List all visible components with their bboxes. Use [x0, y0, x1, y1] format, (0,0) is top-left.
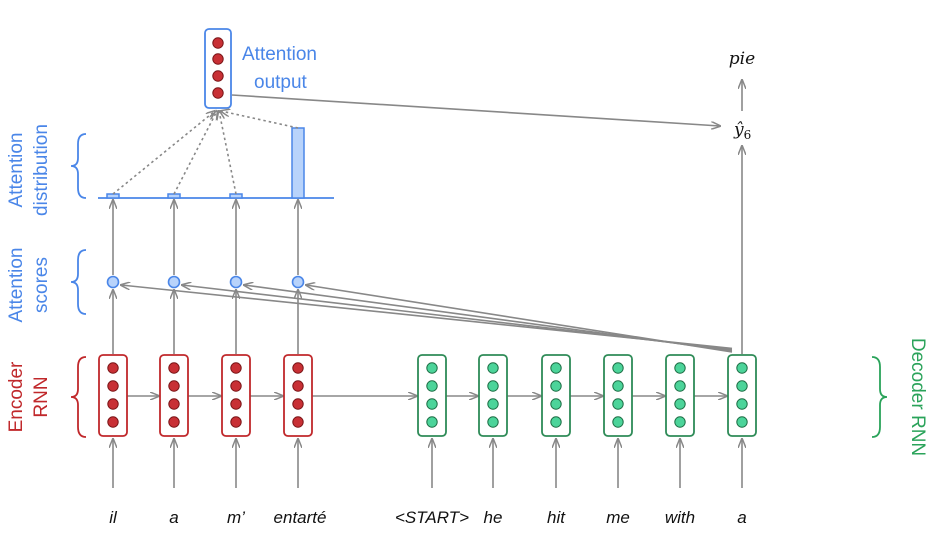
attention-scores-brace — [70, 249, 87, 315]
decoder-neuron — [550, 398, 562, 410]
weighted-sum-arrow — [219, 111, 237, 195]
attention-scores-label-line2: scores — [31, 257, 52, 313]
target-word: a — [737, 508, 746, 527]
attention-score-node — [167, 275, 181, 289]
attention-distribution-brace — [70, 133, 87, 199]
decoder-neuron — [487, 362, 499, 374]
attention-output-neuron — [212, 70, 224, 82]
encoder-cell — [283, 354, 313, 437]
output-symbol-subscript: 6 — [744, 128, 752, 142]
encoder-neuron — [107, 416, 119, 428]
decoder-neuron — [487, 380, 499, 392]
source-word: il — [109, 508, 118, 527]
decoder-neuron — [736, 398, 748, 410]
decoder-neuron — [736, 416, 748, 428]
decoder-to-score-arrow — [306, 285, 733, 353]
encoder-neuron — [230, 380, 242, 392]
encoder-neuron — [292, 416, 304, 428]
attention-output-label-line1: Attention — [242, 44, 317, 65]
encoder-neuron — [168, 398, 180, 410]
decoder-cell — [727, 354, 757, 437]
decoder-neuron — [550, 416, 562, 428]
decoder-neuron — [674, 398, 686, 410]
decoder-cell — [541, 354, 571, 437]
encoder-neuron — [230, 416, 242, 428]
decoder-neuron — [736, 380, 748, 392]
target-word: <START> — [395, 508, 469, 527]
source-word: entarté — [274, 508, 327, 527]
decoder-neuron — [426, 362, 438, 374]
decoder-neuron — [426, 416, 438, 428]
encoder-neuron — [292, 362, 304, 374]
attention-output-cell — [204, 28, 232, 109]
target-word: with — [665, 508, 695, 527]
encoder-cell — [221, 354, 251, 437]
decoder-neuron — [674, 362, 686, 374]
diagram-dynamic-layer: il a m’ entarté <START> he hit me with a — [70, 28, 888, 527]
decoder-cell — [417, 354, 447, 437]
decoder-neuron — [426, 398, 438, 410]
weighted-sum-arrow — [173, 111, 217, 195]
decoder-neuron — [426, 380, 438, 392]
decoder-neuron — [612, 416, 624, 428]
decoder-cell — [665, 354, 695, 437]
decoder-neuron — [550, 362, 562, 374]
decoder-cell — [603, 354, 633, 437]
output-symbol: ŷ6 — [733, 120, 751, 142]
target-word: he — [484, 508, 503, 527]
decoder-neuron — [612, 380, 624, 392]
decoder-neuron — [612, 398, 624, 410]
decoder-neuron — [674, 380, 686, 392]
decoder-label: Decoder RNN — [907, 338, 928, 456]
source-word: a — [169, 508, 178, 527]
decoder-neuron — [736, 362, 748, 374]
weighted-sum-arrow — [112, 111, 215, 195]
attention-distribution-bar — [167, 193, 181, 199]
encoder-neuron — [168, 416, 180, 428]
attention-output-neuron — [212, 37, 224, 49]
encoder-neuron — [107, 380, 119, 392]
decoder-neuron — [487, 398, 499, 410]
encoder-neuron — [107, 398, 119, 410]
encoder-neuron — [292, 398, 304, 410]
attention-distribution-bar — [229, 193, 243, 199]
attention-score-node — [106, 275, 120, 289]
encoder-neuron — [168, 380, 180, 392]
encoder-neuron — [168, 362, 180, 374]
attention-output-neuron — [212, 87, 224, 99]
encoder-neuron — [107, 362, 119, 374]
decoder-neuron — [487, 416, 499, 428]
attention-output-to-prediction-arrow — [231, 94, 720, 126]
attention-distribution-label-line2: distribution — [31, 124, 52, 216]
decoder-neuron — [550, 380, 562, 392]
output-symbol-main: ŷ — [733, 120, 744, 140]
decoder-neuron — [612, 362, 624, 374]
encoder-label-line1: Encoder — [6, 361, 27, 432]
decoder-cell — [478, 354, 508, 437]
attention-output-neuron — [212, 53, 224, 65]
attention-scores-label-line1: Attention — [6, 248, 27, 323]
target-word: hit — [547, 508, 566, 527]
attention-score-node — [291, 275, 305, 289]
encoder-neuron — [292, 380, 304, 392]
encoder-cell — [98, 354, 128, 437]
encoder-cell — [159, 354, 189, 437]
encoder-brace — [70, 356, 87, 438]
attention-distribution-bar — [291, 127, 305, 199]
encoder-neuron — [230, 398, 242, 410]
encoder-neuron — [230, 362, 242, 374]
attention-output-label-line2: output — [254, 72, 308, 93]
decoder-neuron — [674, 416, 686, 428]
weighted-sum-arrow — [221, 111, 299, 129]
target-word: me — [606, 508, 630, 527]
output-word: pie — [729, 49, 755, 69]
attention-score-node — [229, 275, 243, 289]
decoder-brace — [871, 356, 888, 438]
attention-distribution-bar — [106, 193, 120, 199]
attention-distribution-label-line1: Attention — [6, 133, 27, 208]
encoder-label-line2: RNN — [31, 376, 52, 417]
source-word: m’ — [227, 508, 245, 527]
